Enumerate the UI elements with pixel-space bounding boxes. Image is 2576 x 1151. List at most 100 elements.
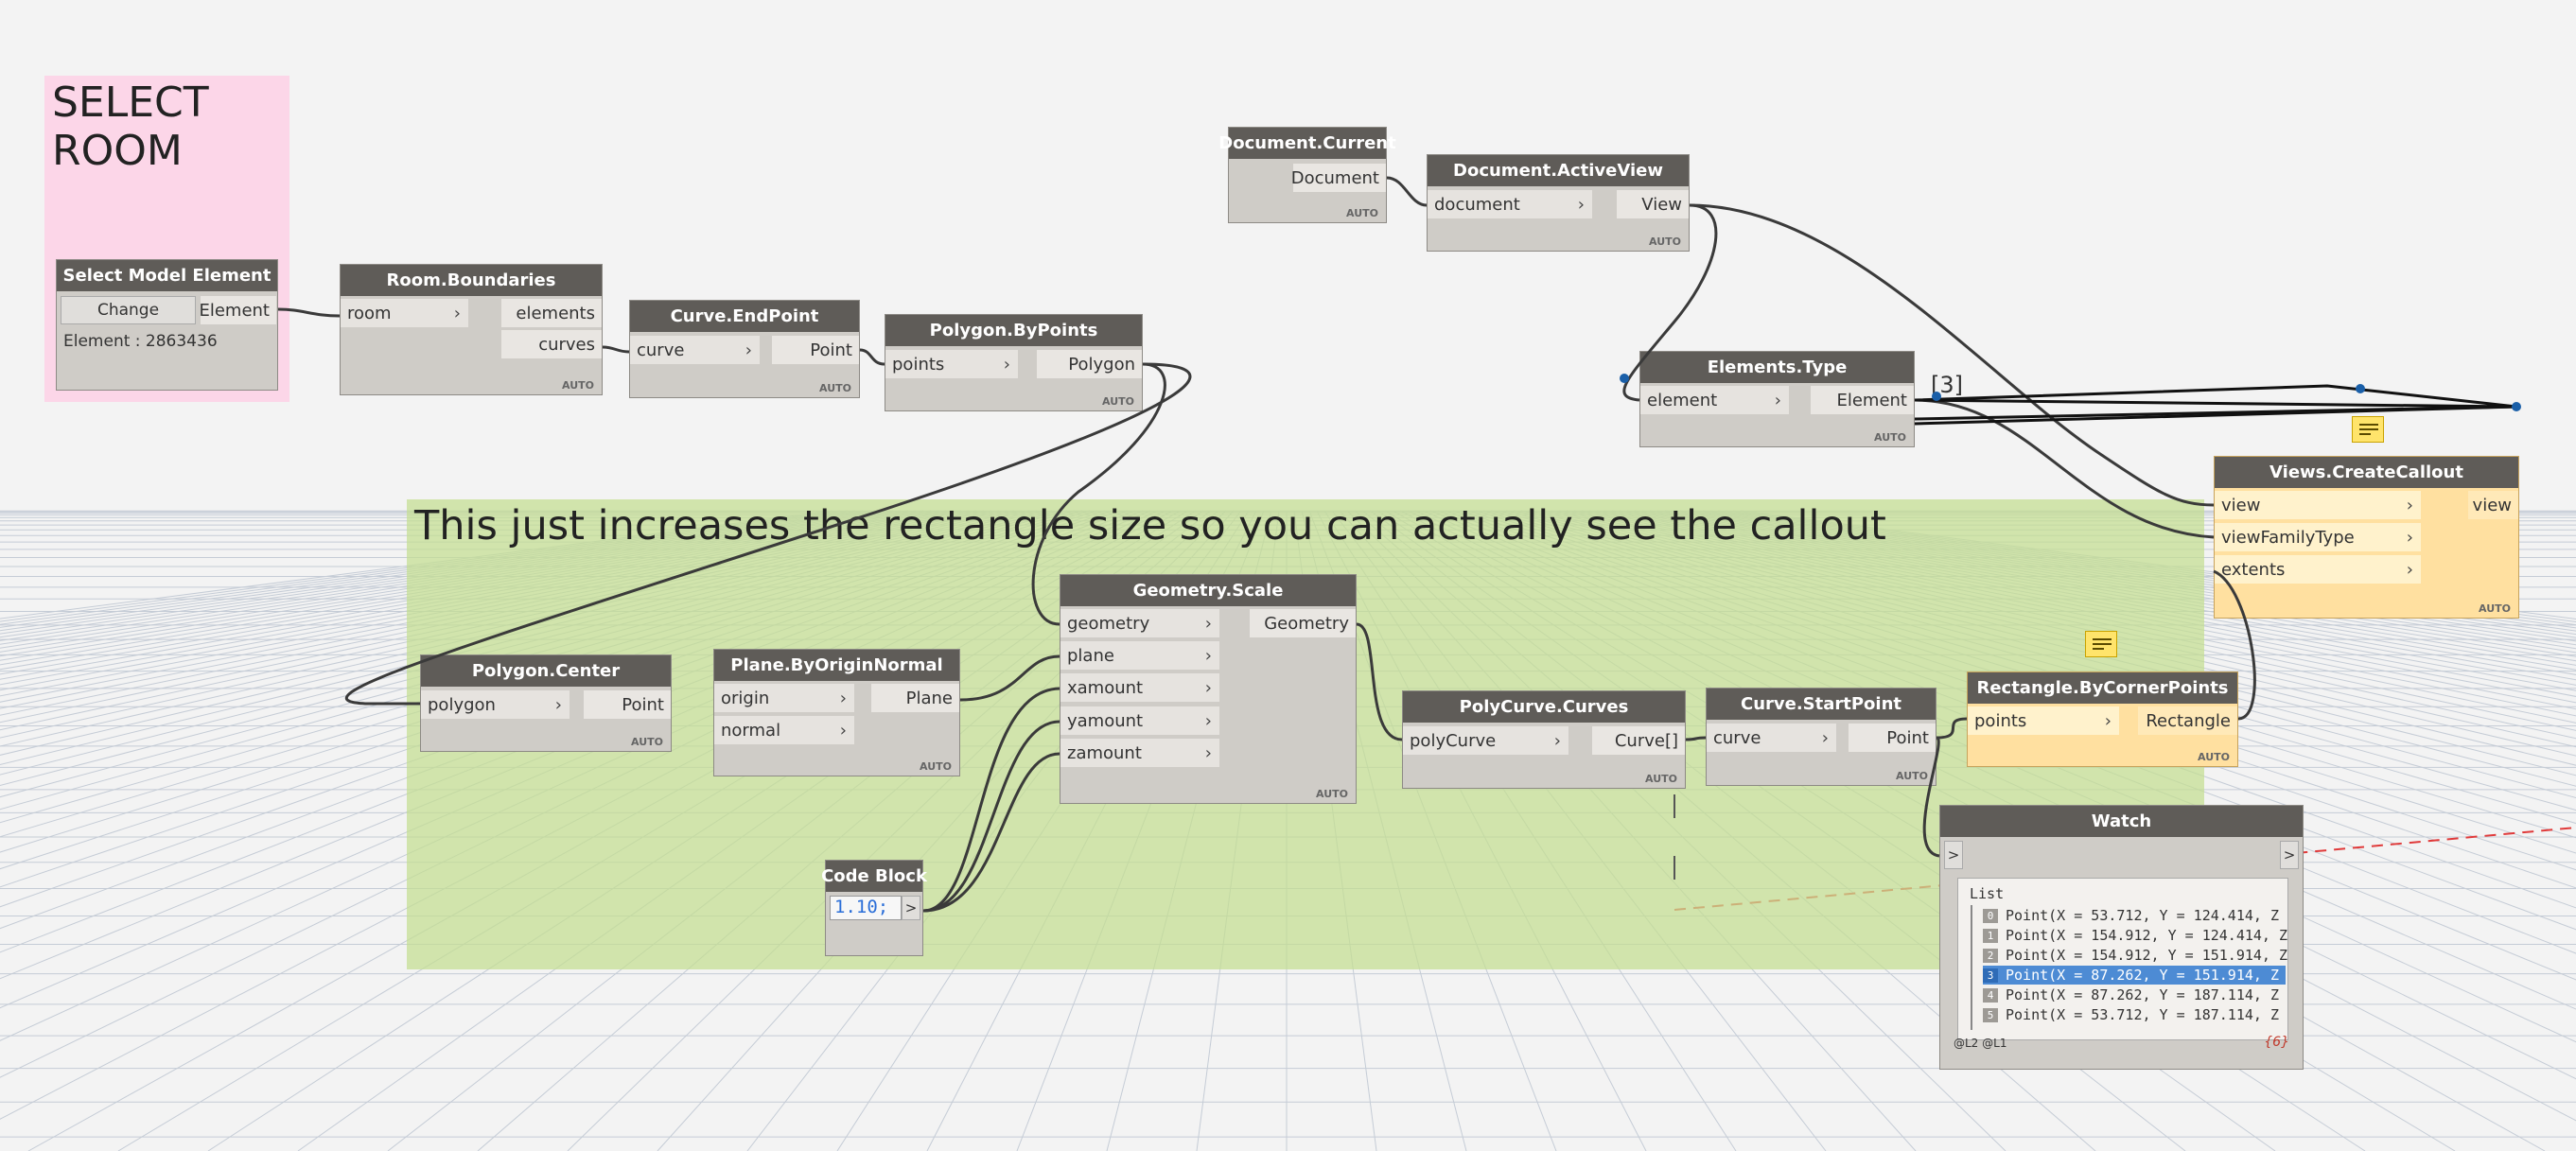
grid-line: [0, 510, 939, 671]
input-port-normal[interactable]: normal›: [714, 716, 854, 744]
input-port-zamount[interactable]: zamount›: [1060, 739, 1219, 767]
output-port-plane[interactable]: Plane: [871, 684, 959, 712]
grid-line: [0, 510, 871, 635]
code-input[interactable]: 1.10;: [830, 896, 902, 920]
list-item-text: Point(X = 53.712, Y = 187.114, Z: [2006, 1006, 2279, 1023]
input-port-room[interactable]: room ›: [341, 299, 468, 327]
grid-line: [0, 510, 833, 619]
list-levels-label: @L2 @L1: [1954, 1037, 2007, 1050]
output-port-document[interactable]: Document: [1291, 164, 1386, 192]
grid-line: [0, 510, 917, 657]
input-port-yamount[interactable]: yamount›: [1060, 706, 1219, 735]
output-port-curves[interactable]: curves: [501, 330, 602, 358]
output-port-point[interactable]: Point: [1849, 724, 1936, 752]
tree-guide-line: [1971, 905, 1972, 1030]
note-icon[interactable]: [2352, 416, 2384, 443]
node-polygon-bypoints[interactable]: Polygon.ByPoints points› Polygon AUTO: [885, 314, 1143, 411]
node-curve-endpoint[interactable]: Curve.EndPoint curve› Point AUTO: [629, 300, 860, 398]
node-title: Views.CreateCallout: [2215, 457, 2518, 488]
port-label: element: [1647, 390, 1718, 410]
list-item[interactable]: 5 Point(X = 53.712, Y = 187.114, Z: [1983, 1005, 2279, 1024]
input-port-curve[interactable]: curve›: [1707, 724, 1836, 752]
node-code-block[interactable]: Code Block 1.10; >: [821, 860, 927, 956]
node-select-model-element[interactable]: Select Model Element Change Element Elem…: [56, 259, 278, 391]
port-label: xamount: [1067, 677, 1144, 698]
input-port-view[interactable]: view›: [2215, 491, 2421, 519]
port-label: polygon: [428, 694, 496, 715]
node-views-createcallout[interactable]: Views.CreateCallout view› viewFamilyType…: [2214, 456, 2519, 619]
node-title: Geometry.Scale: [1060, 575, 1356, 606]
note-icon[interactable]: [2085, 631, 2117, 657]
node-curve-startpoint[interactable]: Curve.StartPoint curve› Point AUTO: [1706, 688, 1936, 786]
input-port-geometry[interactable]: geometry›: [1060, 609, 1219, 637]
output-port-rectangle[interactable]: Rectangle: [2138, 706, 2237, 735]
input-port-polycurve[interactable]: polyCurve›: [1403, 726, 1568, 755]
grid-line: [0, 510, 886, 641]
input-port-origin[interactable]: origin›: [714, 684, 854, 712]
input-port-curve[interactable]: curve›: [630, 336, 760, 364]
input-port-points[interactable]: points›: [885, 350, 1018, 378]
node-elements-type[interactable]: Elements.Type element› Element AUTO: [1639, 351, 1915, 447]
list-item-selected[interactable]: 3 Point(X = 87.262, Y = 151.914, Z: [1983, 966, 2286, 985]
grid-line: [0, 510, 879, 638]
node-document-current[interactable]: Document.Current Document AUTO: [1218, 127, 1396, 223]
node-title: Document.Current: [1218, 128, 1396, 159]
chevron-right-icon: ›: [1204, 710, 1212, 731]
code-output-port[interactable]: >: [902, 896, 920, 920]
node-geometry-scale[interactable]: Geometry.Scale geometry› plane› xamount›…: [1060, 574, 1357, 804]
output-port-element[interactable]: Element: [1811, 386, 1914, 414]
grid-line: [0, 510, 856, 628]
lacing-indicator: [3]: [1931, 372, 1963, 398]
output-port-element[interactable]: Element: [199, 296, 276, 324]
node-title: Polygon.ByPoints: [885, 315, 1142, 346]
output-port-geometry[interactable]: Geometry: [1250, 609, 1356, 637]
group-title: This just increases the rectangle size s…: [414, 502, 1886, 549]
chevron-right-icon: ›: [2406, 495, 2413, 515]
output-port-curves[interactable]: Curve[]: [1592, 726, 1685, 755]
input-port-polygon[interactable]: polygon›: [421, 690, 570, 719]
node-document-activeview[interactable]: Document.ActiveView document› View AUTO: [1427, 154, 1690, 252]
node-title: Room.Boundaries: [341, 265, 602, 296]
node-title: Polygon.Center: [421, 655, 671, 687]
input-port-element[interactable]: element ›: [1640, 386, 1789, 414]
change-button[interactable]: Change: [61, 296, 196, 324]
node-title: Curve.StartPoint: [1707, 689, 1936, 720]
output-port-view[interactable]: view: [2468, 491, 2518, 519]
output-port-elements[interactable]: elements: [501, 299, 602, 327]
input-port-document[interactable]: document›: [1428, 190, 1592, 218]
chevron-right-icon: ›: [1577, 194, 1585, 215]
grid-line: [0, 510, 909, 653]
node-title: Plane.ByOriginNormal: [714, 650, 959, 681]
list-item-text: Point(X = 87.262, Y = 151.914, Z: [2006, 967, 2279, 984]
port-label: viewFamilyType: [2221, 527, 2355, 548]
lacing-auto-label: AUTO: [562, 379, 594, 392]
node-plane-byoriginnormal[interactable]: Plane.ByOriginNormal origin› normal› Pla…: [713, 649, 960, 776]
lacing-auto-label: AUTO: [631, 736, 663, 748]
watch-input-port[interactable]: >: [1944, 841, 1963, 869]
output-port-point[interactable]: Point: [772, 336, 859, 364]
port-label: room: [347, 303, 392, 323]
watch-output-port[interactable]: >: [2280, 841, 2299, 869]
chevron-right-icon: ›: [1774, 390, 1781, 410]
output-port-view[interactable]: View: [1617, 190, 1689, 218]
output-port-polygon[interactable]: Polygon: [1037, 350, 1142, 378]
node-rectangle-bycornerpoints[interactable]: Rectangle.ByCornerPoints points› Rectang…: [1967, 671, 2238, 767]
node-polycurve-curves[interactable]: PolyCurve.Curves polyCurve› Curve[] AUTO: [1402, 690, 1686, 789]
list-index: 5: [1983, 1007, 1998, 1022]
input-port-viewfamilytype[interactable]: viewFamilyType›: [2215, 523, 2421, 551]
input-port-plane[interactable]: plane›: [1060, 641, 1219, 670]
input-port-extents[interactable]: extents›: [2215, 555, 2421, 584]
list-index: 3: [1983, 968, 1998, 983]
node-polygon-center[interactable]: Polygon.Center polygon› Point AUTO: [420, 654, 672, 752]
chevron-right-icon: ›: [453, 303, 461, 323]
input-port-xamount[interactable]: xamount›: [1060, 673, 1219, 702]
node-room-boundaries[interactable]: Room.Boundaries room › elements curves AU…: [340, 264, 603, 395]
input-port-points[interactable]: points›: [1968, 706, 2119, 735]
output-port-point[interactable]: Point: [584, 690, 671, 719]
